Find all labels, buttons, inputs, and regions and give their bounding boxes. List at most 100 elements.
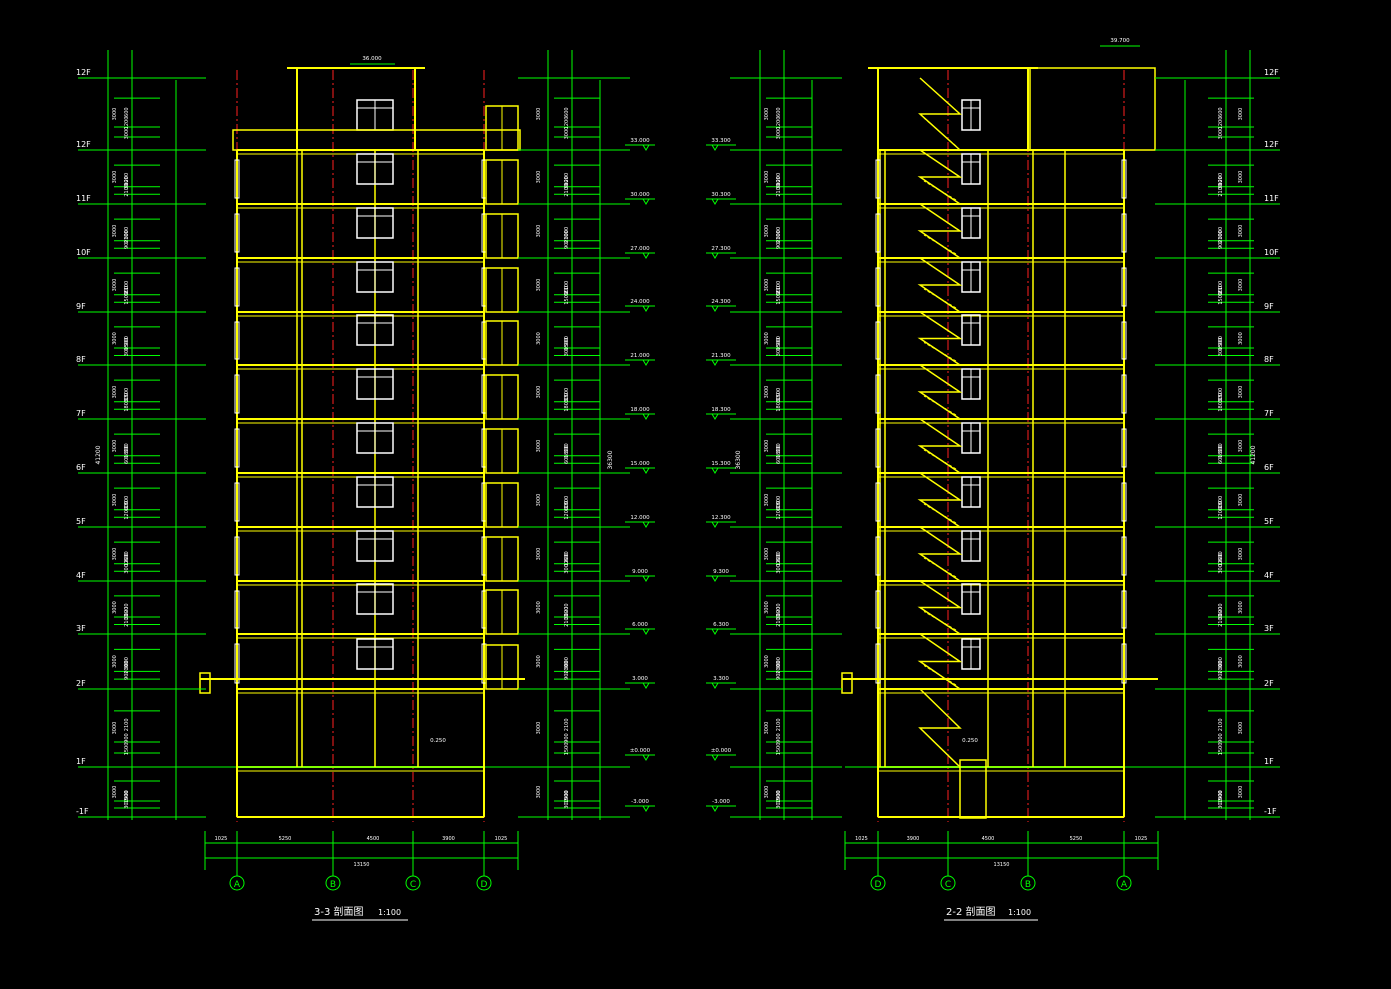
axis-label: C	[945, 880, 951, 890]
dim-text: 3000	[1238, 225, 1244, 238]
dim-text: 3000	[124, 561, 130, 574]
dim-text: 3000	[1218, 657, 1224, 670]
dim-text: 2100	[776, 614, 782, 627]
dim-text: 3000	[112, 786, 118, 799]
dim-text: 3000	[1218, 127, 1224, 140]
elevation-label: 3.300	[713, 676, 729, 682]
elevation-triangle	[711, 521, 719, 528]
dim-text: 3000	[564, 227, 570, 240]
dim-text: 3000	[764, 108, 770, 121]
dim-text: 1200	[1218, 553, 1224, 566]
window-section	[1121, 321, 1127, 360]
dim-text: 3000	[564, 176, 570, 189]
span-label: 4500	[367, 836, 380, 842]
floor-label: 1F	[76, 757, 86, 766]
window-section	[1121, 590, 1127, 629]
floor-label: 12F	[76, 140, 91, 149]
dim-text: 900	[564, 240, 570, 250]
dim-text: 2100	[564, 718, 570, 731]
span-label: 1025	[495, 836, 508, 842]
elevation-label: 3.000	[632, 676, 648, 682]
elevation-label: 21.000	[630, 353, 650, 359]
dim-text: 3000	[1238, 601, 1244, 614]
dim-text: 3000	[764, 786, 770, 799]
elevation-triangle	[642, 575, 650, 582]
dim-text: 2100	[1218, 184, 1224, 197]
window-section	[875, 590, 881, 629]
dim-text: 3000	[1238, 722, 1244, 735]
window-section	[1121, 428, 1127, 468]
axis-label: B	[1025, 880, 1031, 890]
dim-text: 2100	[776, 718, 782, 731]
dim-text: 3000	[536, 171, 542, 184]
dim-text: 3000	[1238, 548, 1244, 561]
floor-label: 5F	[76, 517, 86, 526]
window-section	[875, 159, 881, 199]
dim-text: 1200	[564, 507, 570, 520]
dim-text: 1800	[564, 399, 570, 412]
podium-edge	[841, 672, 853, 694]
elevation-triangle	[642, 305, 650, 312]
floor-label: 8F	[1264, 355, 1274, 364]
dim-text: 3000	[536, 548, 542, 561]
elevation-label: 27.000	[630, 246, 650, 252]
dim-text: 3000	[776, 657, 782, 670]
floor-label: 10F	[76, 248, 91, 257]
dim-text: 1800	[124, 399, 130, 412]
dim-text: 1500	[776, 388, 782, 401]
elevation-label: 18.300	[711, 407, 731, 413]
dim-text: 1200	[1218, 507, 1224, 520]
dim-text: 1500	[564, 388, 570, 401]
dim-text: 1200	[124, 173, 130, 186]
dim-text: 1800	[124, 496, 130, 509]
dim-text: 1500	[124, 338, 130, 351]
dim-text: 1800	[1218, 445, 1224, 458]
dim-text: 900	[124, 286, 130, 296]
stair-base	[959, 759, 987, 819]
dim-text: 600	[124, 551, 130, 561]
axis-bubble	[405, 875, 421, 891]
dim-text: 1800	[124, 445, 130, 458]
dim-text: 600	[564, 107, 570, 117]
dim-text: 600	[776, 455, 782, 465]
dim-text: 2100	[776, 184, 782, 197]
dim-text: 1500	[1218, 292, 1224, 305]
dim-text: 900	[776, 336, 782, 346]
dim-text: 3000	[112, 655, 118, 668]
elevation-triangle	[642, 144, 650, 151]
dim-text: 1200	[1218, 117, 1224, 130]
window-section	[1121, 536, 1127, 576]
section-3-3-scale: 1:100	[378, 908, 401, 917]
dim-text: 3000	[112, 108, 118, 121]
dim-text: 3000	[1238, 279, 1244, 292]
dim-text: 600	[124, 107, 130, 117]
elevation-label: 30.300	[711, 192, 731, 198]
window-section	[875, 643, 881, 684]
elevation-triangle	[711, 575, 719, 582]
axis-label: A	[234, 880, 241, 890]
dim-text: 3000	[112, 386, 118, 399]
floor-label: 7F	[76, 409, 86, 418]
elevation-triangle	[642, 521, 650, 528]
dim-text: 3000	[764, 332, 770, 345]
dim-text: 1500	[1218, 388, 1224, 401]
dim-text: 3000	[536, 279, 542, 292]
dim-text: 2100	[776, 281, 782, 294]
left-dim-column-inner: 3001500900300015009002100300090021003000…	[518, 50, 655, 820]
dim-text: 2100	[1218, 281, 1224, 294]
dim-text: 2100	[124, 184, 130, 197]
total-height-label: 41200	[1250, 445, 1257, 464]
dim-text: 3000	[536, 786, 542, 799]
dim-text: 600	[564, 551, 570, 561]
elevation-triangle	[642, 252, 650, 259]
dim-text: 900	[124, 670, 130, 680]
floor-label: 11F	[76, 194, 91, 203]
floor-label: -1F	[76, 807, 89, 816]
elevation-triangle	[711, 754, 719, 761]
elevation-label: 33.000	[630, 138, 650, 144]
dim-text: 1500	[564, 743, 570, 756]
dim-text: 900	[564, 286, 570, 296]
window-section	[234, 590, 240, 629]
dim-text: 1200	[776, 117, 782, 130]
dim-text: 900	[1218, 240, 1224, 250]
